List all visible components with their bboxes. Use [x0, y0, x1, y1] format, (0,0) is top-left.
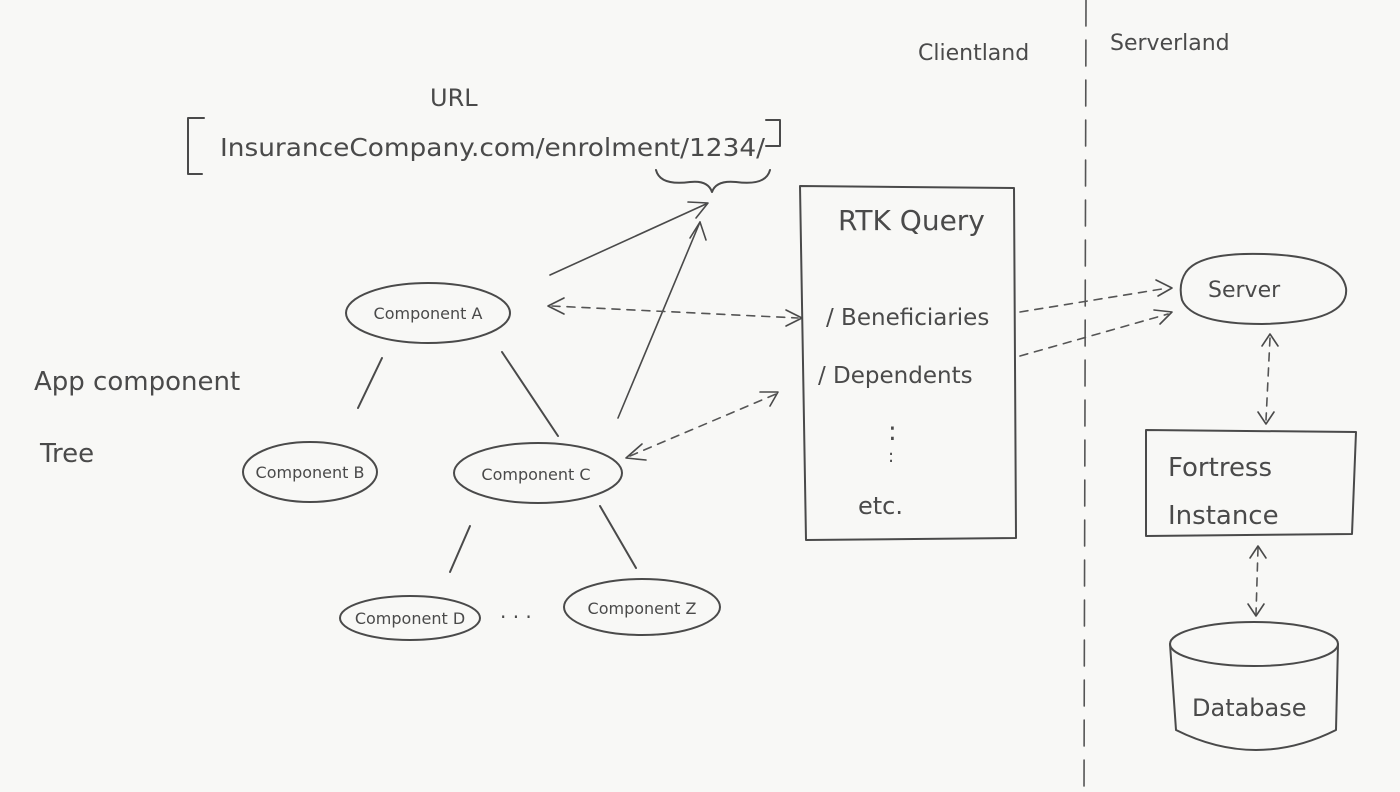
component-b-label: Component B: [256, 463, 365, 482]
link-dependents-server-head: [1153, 309, 1173, 325]
component-d-node: [339, 595, 481, 641]
link-c-dependents: [629, 393, 777, 457]
component-z-node: [563, 578, 721, 636]
component-z-label: Component Z: [588, 599, 697, 618]
url-text: InsuranceCompany.com/enrolment/1234/: [220, 133, 766, 162]
client-server-divider: [1083, 0, 1087, 792]
component-c-label: Component C: [481, 465, 590, 484]
link-beneficiaries-server-head: [1155, 279, 1173, 297]
edge-a-b: [357, 357, 383, 409]
edge-c-d: [449, 525, 471, 573]
link-fortress-database: [1255, 547, 1259, 615]
link-a-beneficiaries-head-right: [785, 309, 803, 327]
database-label: Database: [1192, 694, 1307, 722]
database-top: [1169, 621, 1339, 667]
arrow-c-to-url: [617, 221, 701, 419]
arrow-a-to-url: [549, 203, 707, 276]
link-server-fortress: [1265, 337, 1271, 421]
endpoint-beneficiaries: / Beneficiaries: [826, 305, 989, 331]
server-label: Server: [1208, 278, 1281, 303]
link-c-dependents-head-left: [625, 443, 647, 461]
component-a-label: Component A: [374, 304, 483, 323]
component-c-node: [453, 442, 623, 504]
rtk-query-title: RTK Query: [838, 204, 985, 237]
tree-label-line2: Tree: [39, 439, 94, 469]
link-a-beneficiaries-head-left: [547, 297, 565, 315]
link-server-fortress-head-bottom: [1257, 411, 1275, 425]
url-title: URL: [430, 84, 478, 112]
arrow-c-to-url-head: [689, 221, 707, 241]
endpoint-dependents: / Dependents: [818, 363, 973, 389]
endpoint-etc: etc.: [858, 492, 903, 520]
endpoint-dots-2: :: [888, 446, 894, 467]
url-id-brace: [655, 169, 771, 193]
rtk-query-box: [799, 185, 1017, 541]
tree-ellipsis: . . .: [500, 599, 532, 623]
edge-a-c: [501, 351, 559, 437]
link-c-dependents-head-right: [759, 391, 779, 407]
link-server-fortress-head-top: [1261, 333, 1279, 347]
fortress-instance-box: [1145, 429, 1357, 537]
url-bracket-right: [765, 119, 781, 147]
link-dependents-server: [1019, 313, 1169, 357]
link-fortress-database-head-top: [1249, 545, 1267, 559]
fortress-label-line1: Fortress: [1168, 453, 1272, 483]
component-d-label: Component D: [355, 609, 465, 628]
component-a-node: [345, 282, 511, 344]
link-beneficiaries-server: [1019, 287, 1169, 313]
fortress-label-line2: Instance: [1168, 501, 1279, 531]
database-body: [1169, 643, 1339, 751]
link-a-beneficiaries: [551, 305, 799, 319]
url-bracket-left: [187, 117, 205, 175]
server-node: [1179, 252, 1348, 325]
tree-label-line1: App component: [34, 367, 240, 397]
component-b-node: [242, 441, 378, 503]
endpoint-dots: :: [888, 417, 897, 447]
arrow-a-to-url-head: [687, 201, 709, 219]
serverland-label: Serverland: [1110, 31, 1230, 56]
link-fortress-database-head-bottom: [1247, 603, 1265, 617]
edge-c-z: [599, 505, 637, 569]
clientland-label: Clientland: [918, 41, 1029, 66]
